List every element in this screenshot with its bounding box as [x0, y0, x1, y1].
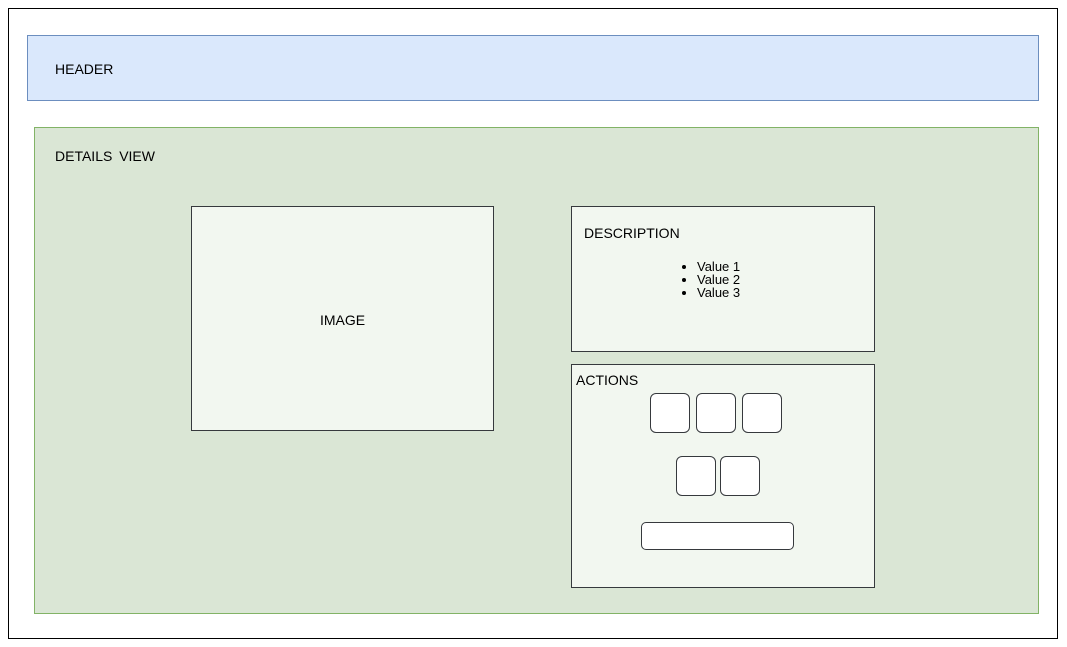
description-panel: DESCRIPTION Value 1 Value 2 Value 3	[571, 206, 875, 352]
action-button-2[interactable]	[696, 393, 736, 433]
description-item-2: Value 2	[697, 273, 740, 286]
description-list: Value 1 Value 2 Value 3	[677, 260, 740, 299]
details-view-title: DETAILS VIEW	[55, 148, 155, 164]
action-button-1[interactable]	[650, 393, 690, 433]
header-title: HEADER	[55, 61, 114, 77]
description-title: DESCRIPTION	[584, 225, 680, 241]
actions-panel: ACTIONS	[571, 364, 875, 588]
image-placeholder: IMAGE	[191, 206, 494, 431]
header-block: HEADER	[27, 35, 1039, 101]
image-label: IMAGE	[319, 311, 366, 328]
action-wide-button[interactable]	[641, 522, 794, 550]
action-button-5[interactable]	[720, 456, 760, 496]
action-button-4[interactable]	[676, 456, 716, 496]
action-button-3[interactable]	[742, 393, 782, 433]
description-item-1: Value 1	[697, 260, 740, 273]
details-view-block: DETAILS VIEW	[34, 127, 1039, 614]
description-item-3: Value 3	[697, 286, 740, 299]
actions-title: ACTIONS	[576, 372, 639, 388]
